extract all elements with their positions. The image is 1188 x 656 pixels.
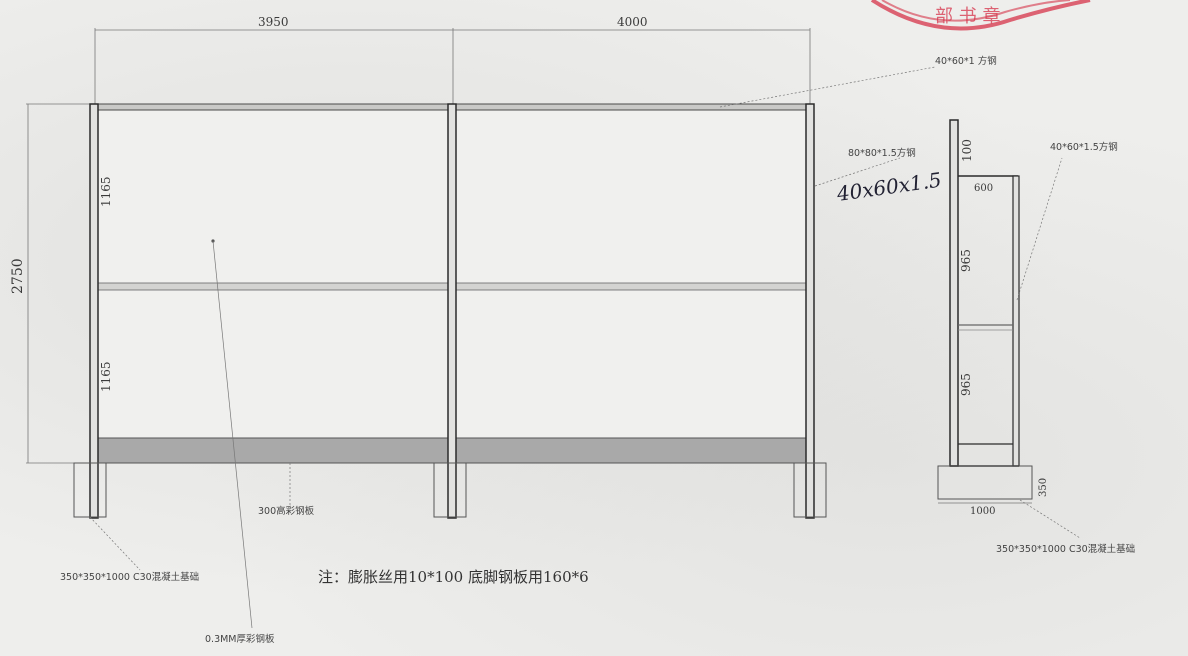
note-text: 注：膨胀丝用10*100 底脚钢板用160*6	[318, 568, 589, 586]
callout-panel: 0.3MM厚彩钢板	[205, 633, 275, 645]
side-view: 100 600 965 965 350 1000 40*60*1.5方钢 350…	[937, 119, 1135, 555]
dim-side-upper: 965	[959, 249, 973, 272]
dim-side-width-top: 600	[974, 183, 993, 194]
dim-top-right: 4000	[617, 15, 648, 29]
foundation-center	[433, 462, 467, 518]
dim-total-height: 2750	[10, 258, 26, 294]
dim-side-lower: 965	[959, 373, 973, 396]
dim-lower-panel: 1165	[99, 361, 113, 392]
dim-side-foundation-width: 1000	[970, 506, 995, 517]
handwritten-note: 40x60x1.5	[834, 168, 943, 207]
callout-base-strip: 300高彩钢板	[258, 505, 315, 517]
callout-post: 80*80*1.5方钢	[848, 147, 916, 159]
red-stamp: 部 书 章	[870, 0, 1091, 31]
dim-side-top: 100	[960, 139, 974, 162]
front-view: 3950 4000 2750 1165 1165 40*60*1 方钢	[10, 15, 997, 645]
post-left	[89, 103, 99, 519]
dim-top-left: 3950	[258, 15, 289, 29]
dim-side-foundation-height: 350	[1038, 478, 1049, 497]
callout-top-tube: 40*60*1 方钢	[935, 55, 997, 67]
callout-side-tube: 40*60*1.5方钢	[1050, 141, 1118, 153]
post-center	[447, 103, 457, 519]
foundation-right	[793, 462, 827, 518]
side-brace	[1012, 175, 1020, 467]
side-post	[949, 119, 959, 467]
side-foundation	[937, 465, 1033, 500]
post-right	[805, 103, 815, 519]
dim-upper-panel: 1165	[99, 176, 113, 207]
stamp-text: 部 书 章	[935, 6, 1000, 27]
callout-side-foundation: 350*350*1000 C30混凝土基础	[996, 543, 1135, 555]
callout-foundation: 350*350*1000 C30混凝土基础	[60, 571, 199, 583]
